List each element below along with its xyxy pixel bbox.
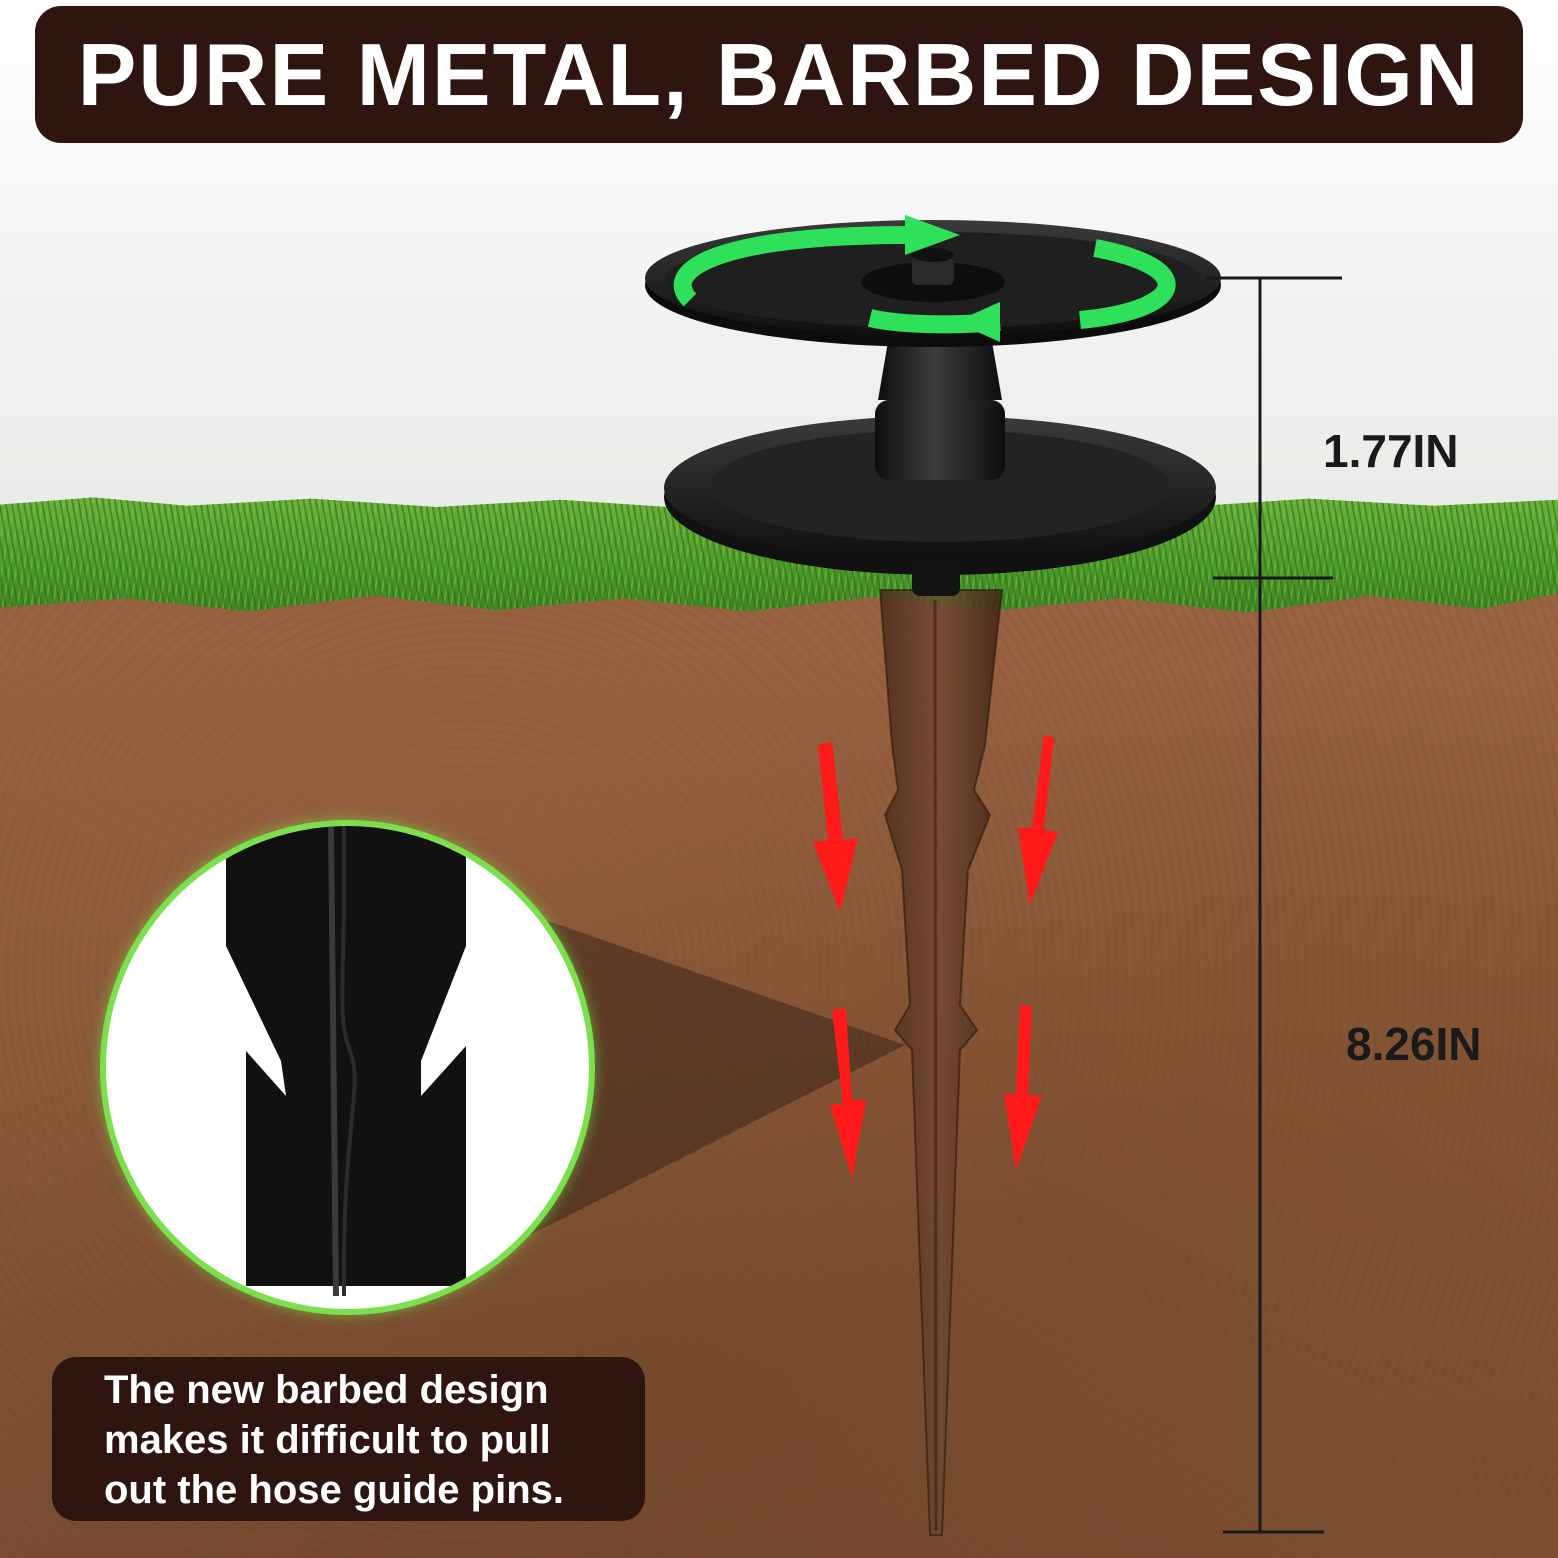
rotation-arrowhead-left <box>955 302 1000 342</box>
dimension-lines <box>1205 276 1342 1534</box>
down-arrow-icon <box>1004 1005 1042 1170</box>
title-banner: PURE METAL, BARBED DESIGN <box>35 6 1523 143</box>
lower-disc <box>664 416 1216 575</box>
barb-zoom-detail <box>100 820 595 1315</box>
ground-spike <box>878 589 1004 1536</box>
info-line: makes it difficult to pull <box>104 1418 551 1462</box>
barb-closeup <box>226 826 466 1297</box>
down-arrow-icon <box>1018 735 1058 905</box>
down-arrow-icon <box>830 1008 866 1178</box>
down-arrow-icon <box>813 742 858 912</box>
rotation-arrowhead-right <box>905 215 960 255</box>
page-title: PURE METAL, BARBED DESIGN <box>77 24 1481 124</box>
dimension-total-label: 8.26IN <box>1346 1018 1482 1070</box>
info-line: The new barbed design <box>104 1368 549 1412</box>
upper-disc <box>645 220 1221 347</box>
dimension-top-label: 1.77IN <box>1323 425 1459 477</box>
info-callout: The new barbed design makes it difficult… <box>52 1357 645 1521</box>
info-line: out the hose guide pins. <box>104 1468 564 1512</box>
stem <box>875 330 1005 480</box>
